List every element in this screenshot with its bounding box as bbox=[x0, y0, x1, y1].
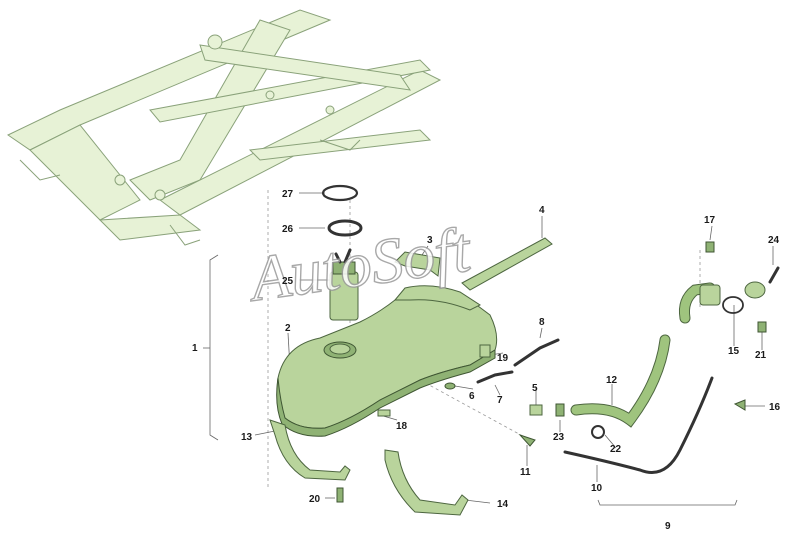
callout-5: 5 bbox=[532, 383, 538, 394]
callout-11: 11 bbox=[520, 467, 531, 478]
callout-19: 19 bbox=[497, 353, 509, 364]
callout-1: 1 bbox=[192, 343, 198, 354]
callout-20: 20 bbox=[309, 494, 321, 505]
small-parts bbox=[336, 241, 780, 503]
callout-17: 17 bbox=[704, 215, 716, 226]
callout-4: 4 bbox=[539, 205, 545, 216]
callout-23: 23 bbox=[553, 432, 565, 443]
callout-13: 13 bbox=[241, 432, 253, 443]
callout-8: 8 bbox=[539, 317, 545, 328]
callout-24: 24 bbox=[768, 235, 780, 246]
callout-26: 26 bbox=[282, 224, 294, 235]
callout-3: 3 bbox=[427, 235, 433, 246]
callout-18: 18 bbox=[396, 421, 408, 432]
callout-14: 14 bbox=[497, 499, 509, 510]
callout-22: 22 bbox=[610, 444, 622, 455]
tank-strap-13 bbox=[269, 419, 351, 481]
callout-10: 10 bbox=[591, 483, 603, 494]
callout-7: 7 bbox=[497, 395, 503, 406]
filler-flange bbox=[722, 296, 744, 314]
tank-strap-long bbox=[461, 237, 553, 291]
callout-15: 15 bbox=[728, 346, 740, 357]
callout-16: 16 bbox=[769, 402, 781, 413]
heat-shield bbox=[394, 251, 441, 277]
fuel-pump-assembly bbox=[321, 184, 363, 321]
callout-9: 9 bbox=[665, 521, 671, 532]
leader-lines bbox=[203, 190, 774, 506]
filler-hoses bbox=[563, 281, 766, 474]
callout-27: 27 bbox=[282, 189, 294, 200]
callout-25: 25 bbox=[282, 276, 294, 287]
callout-labels: 1 2 3 4 5 6 7 8 9 10 11 12 13 14 15 16 1… bbox=[192, 189, 781, 532]
fuel-tank bbox=[276, 285, 498, 437]
callout-12: 12 bbox=[606, 375, 618, 386]
callout-6: 6 bbox=[469, 391, 475, 402]
callout-2: 2 bbox=[285, 323, 291, 334]
tank-strap-14 bbox=[384, 449, 469, 516]
callout-21: 21 bbox=[755, 350, 767, 361]
lock-ring bbox=[321, 184, 359, 202]
seal-ring bbox=[327, 219, 363, 237]
chassis-frame bbox=[7, 9, 442, 246]
